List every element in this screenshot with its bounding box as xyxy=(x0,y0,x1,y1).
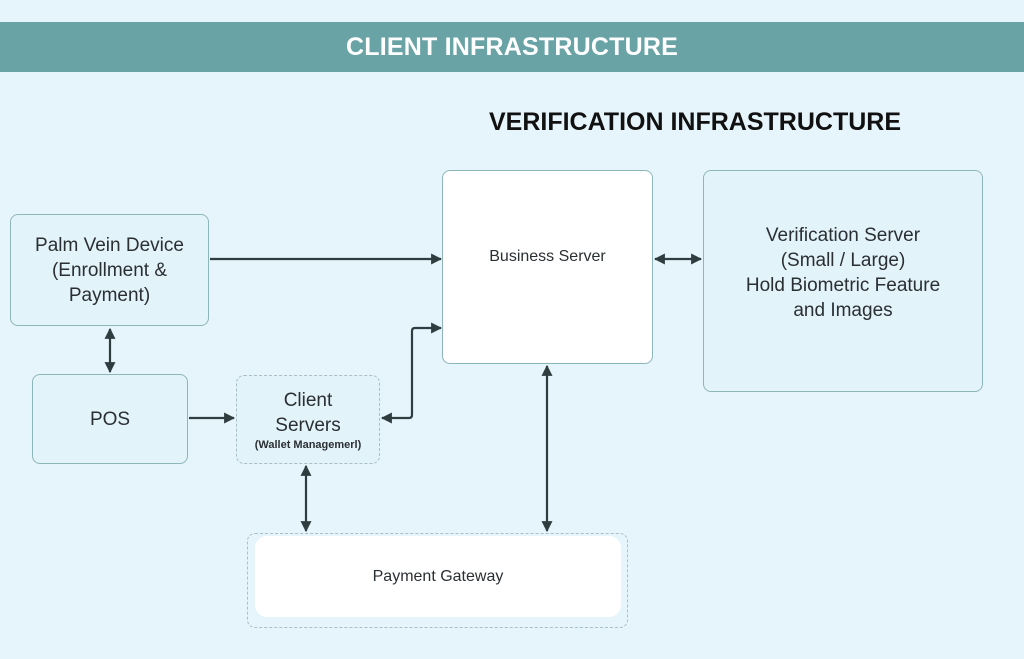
client-servers-line-2: Servers xyxy=(275,414,341,436)
palm-vein-line-2: (Enrollment & xyxy=(51,259,168,281)
banner-title: CLIENT INFRASTRUCTURE xyxy=(346,32,678,61)
client-servers-node: Client Servers (Wallet Managemerl) xyxy=(236,375,380,464)
verification-line-1: Verification Server xyxy=(765,225,921,246)
business-server-label: Business Server xyxy=(489,248,606,265)
palm-vein-device-node: Palm Vein Device (Enrollment & Payment) xyxy=(10,214,209,326)
palm-vein-line-1: Palm Vein Device xyxy=(35,234,184,256)
verification-infrastructure-title: VERIFICATION INFRASTRUCTURE xyxy=(488,108,902,136)
pos-label: POS xyxy=(89,408,131,430)
business-server-node: Business Server xyxy=(442,170,653,364)
verification-line-3: Hold Biometric Feature xyxy=(745,275,941,296)
client-servers-line-1: Client xyxy=(283,389,333,411)
edge-client-business xyxy=(380,322,443,424)
payment-gateway-node: Payment Gateway xyxy=(247,533,628,628)
pos-node: POS xyxy=(32,374,188,464)
verification-line-2: (Small / Large) xyxy=(780,250,906,271)
verification-line-4: and Images xyxy=(793,300,893,321)
client-servers-sub: (Wallet Managemerl) xyxy=(254,438,362,451)
payment-gateway-label: Payment Gateway xyxy=(372,567,504,585)
client-infrastructure-banner: CLIENT INFRASTRUCTURE xyxy=(0,22,1024,72)
palm-vein-line-3: Payment) xyxy=(68,284,151,306)
verification-server-node: Verification Server (Small / Large) Hold… xyxy=(703,170,983,392)
